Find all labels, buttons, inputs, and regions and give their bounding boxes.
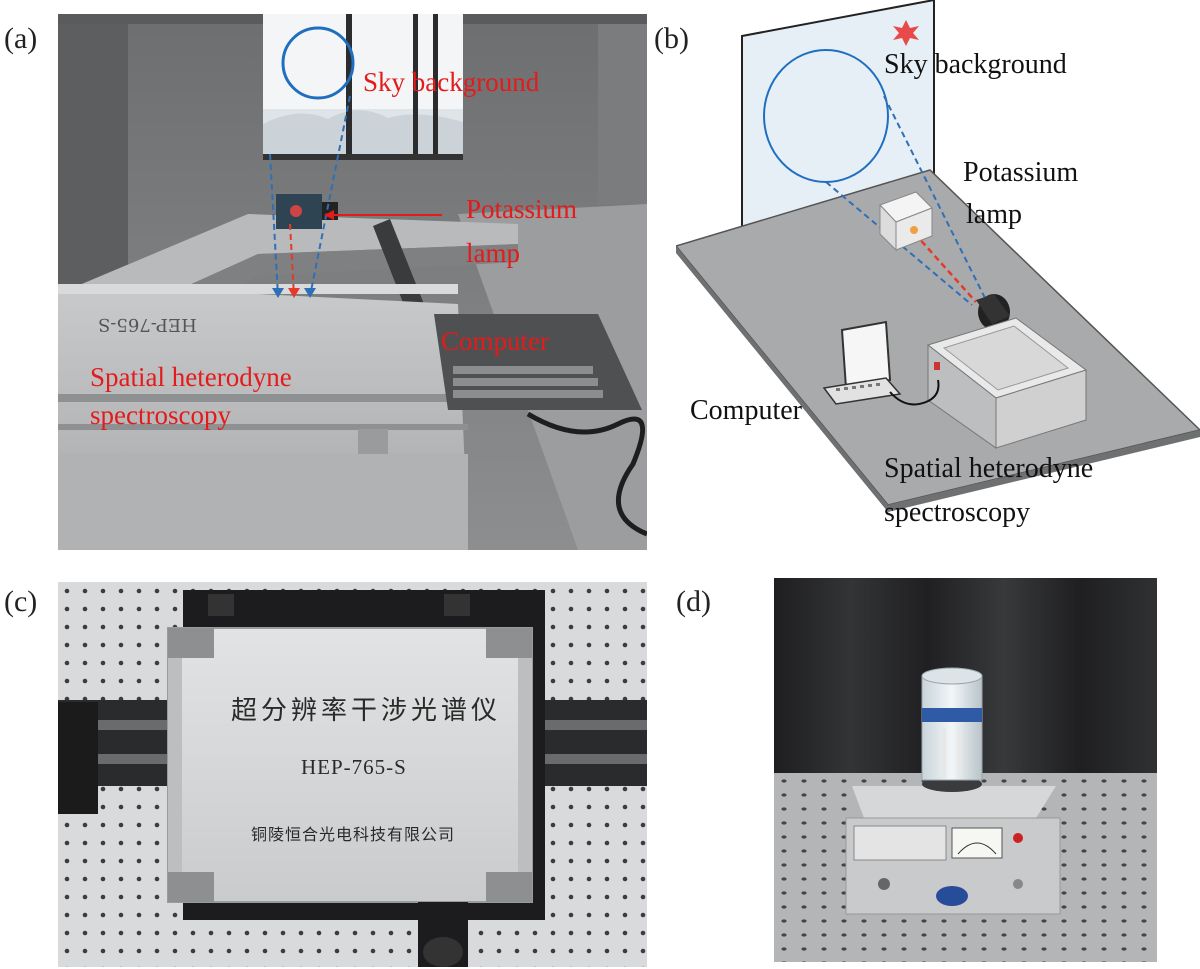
panel-a-shs-label-1: Spatial heterodyne bbox=[90, 362, 292, 392]
panel-c-device-title: 超分辨率干涉光谱仪 bbox=[231, 696, 502, 726]
lab-scene-illustration bbox=[58, 14, 647, 550]
panel-a-shs-label-2: spectroscopy bbox=[90, 400, 231, 430]
panel-a-sky-label: Sky background bbox=[363, 67, 540, 97]
setup-schematic bbox=[676, 0, 1200, 512]
panel-c-photo: 超分辨率干涉光谱仪 HEP-765-S 铜陵恒合光电科技有限公司 bbox=[58, 582, 647, 967]
panel-b-diagram: Sky background Potassium lamp Computer S… bbox=[676, 0, 1200, 550]
panel-c-letter: (c) bbox=[4, 585, 38, 618]
panel-a-photo: Sky background Potassium lamp Computer S… bbox=[58, 14, 647, 550]
panel-b-lamp-label-2: lamp bbox=[966, 199, 1022, 230]
lamp-photo-illustration bbox=[774, 578, 1157, 962]
panel-b-lamp-label-1: Potassium bbox=[963, 157, 1079, 188]
panel-d-photo bbox=[774, 578, 1157, 962]
panel-a-letter: (a) bbox=[4, 22, 38, 55]
panel-a-device-plate: HEP-765-S bbox=[98, 314, 197, 335]
panel-b-computer-label: Computer bbox=[690, 395, 802, 426]
instrument-photo-illustration bbox=[58, 582, 647, 967]
panel-c-device-model: HEP-765-S bbox=[301, 755, 407, 779]
panel-a-computer-label: Computer bbox=[441, 326, 549, 356]
panel-c-device-maker: 铜陵恒合光电科技有限公司 bbox=[251, 825, 456, 844]
panel-b-sky-label: Sky background bbox=[884, 49, 1067, 80]
panel-b-shs-label-1: Spatial heterodyne bbox=[884, 453, 1094, 484]
panel-a-lamp-label-2: lamp bbox=[466, 238, 520, 268]
panel-b-shs-label-2: spectroscopy bbox=[884, 497, 1031, 528]
panel-b-letter: (b) bbox=[654, 22, 689, 55]
panel-a-lamp-label-1: Potassium bbox=[466, 194, 578, 224]
panel-d-letter: (d) bbox=[676, 585, 711, 618]
